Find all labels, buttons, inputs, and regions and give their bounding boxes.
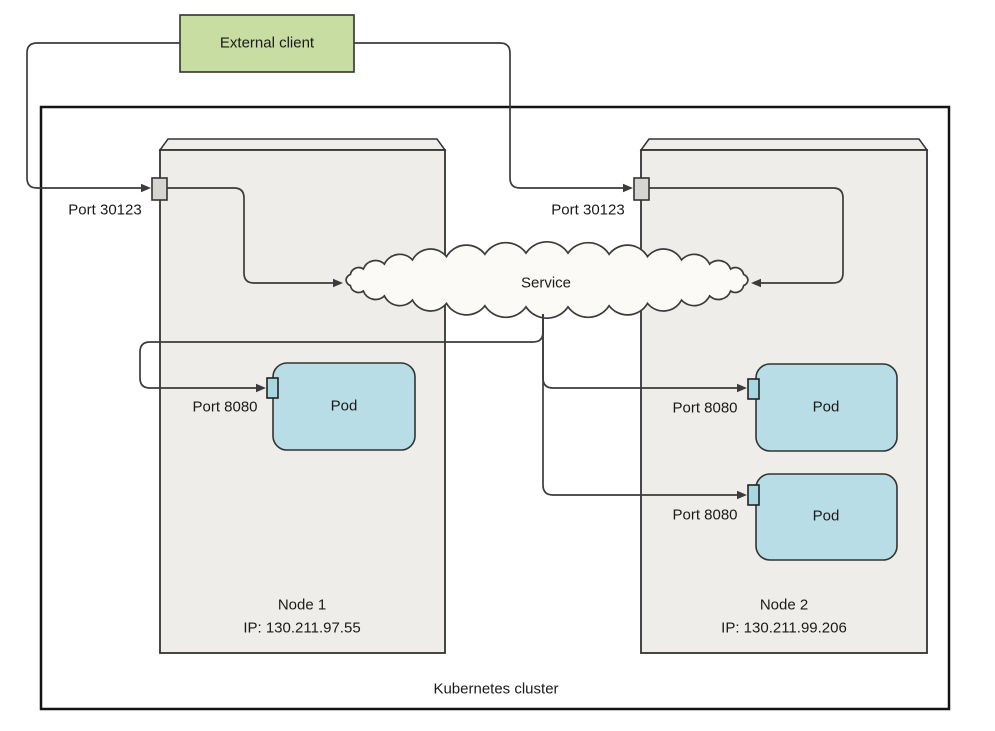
- node1-pod-label: Pod: [330, 397, 358, 415]
- arrow-into-node1-pod: [256, 383, 266, 393]
- node1-name: Node 1: [277, 596, 327, 614]
- external-client-box: [179, 14, 355, 73]
- node2-pod1-port: [747, 378, 760, 400]
- cluster-boundary: [39, 105, 951, 711]
- edge-client-to-node1-port: [26, 42, 180, 189]
- arrow-into-node2-pod1: [737, 383, 747, 393]
- arrow-into-node2-pod2: [737, 490, 747, 500]
- edge-node1-port-to-service: [167, 187, 335, 284]
- cluster-label: Kubernetes cluster: [433, 680, 559, 698]
- node2-top-face: [639, 138, 929, 151]
- node1-pod-box: [272, 362, 416, 451]
- edge-service-to-node1-pod: [139, 314, 544, 389]
- edge-client-to-node2-port: [354, 42, 625, 189]
- node1-top-face: [158, 138, 447, 151]
- arrow-into-node2-port: [623, 183, 633, 193]
- node1-nodeport-label: Port 30123: [68, 201, 142, 219]
- edge-service-to-node2-pod2: [542, 314, 739, 496]
- node2-pod1-box: [755, 363, 898, 452]
- node1-pod-port: [266, 377, 279, 399]
- node2-pod1-port-label: Port 8080: [672, 399, 738, 417]
- arrow-into-service-left: [333, 278, 343, 288]
- service-cloud: [345, 240, 749, 320]
- node2-pod1-label: Pod: [812, 398, 840, 416]
- node2-nodeport: [633, 177, 650, 201]
- node1-ip: IP: 130.211.97.55: [243, 619, 361, 637]
- node2-pod2-label: Pod: [812, 507, 840, 525]
- node2-pod2-port: [747, 484, 760, 506]
- node2-pod2-box: [755, 473, 898, 561]
- arrow-into-node1-port: [141, 183, 151, 193]
- service-label: Service: [520, 274, 572, 292]
- arrow-into-service-right: [751, 278, 761, 288]
- node2-name: Node 2: [759, 596, 809, 614]
- node1-nodeport: [151, 177, 168, 201]
- node2-ip: IP: 130.211.99.206: [721, 619, 847, 637]
- edge-node2-port-to-service: [649, 187, 844, 284]
- node1-pod-port-label: Port 8080: [192, 398, 258, 416]
- node2-pod2-port-label: Port 8080: [672, 506, 738, 524]
- node2-nodeport-label: Port 30123: [551, 201, 625, 219]
- external-client-label: External client: [219, 34, 315, 52]
